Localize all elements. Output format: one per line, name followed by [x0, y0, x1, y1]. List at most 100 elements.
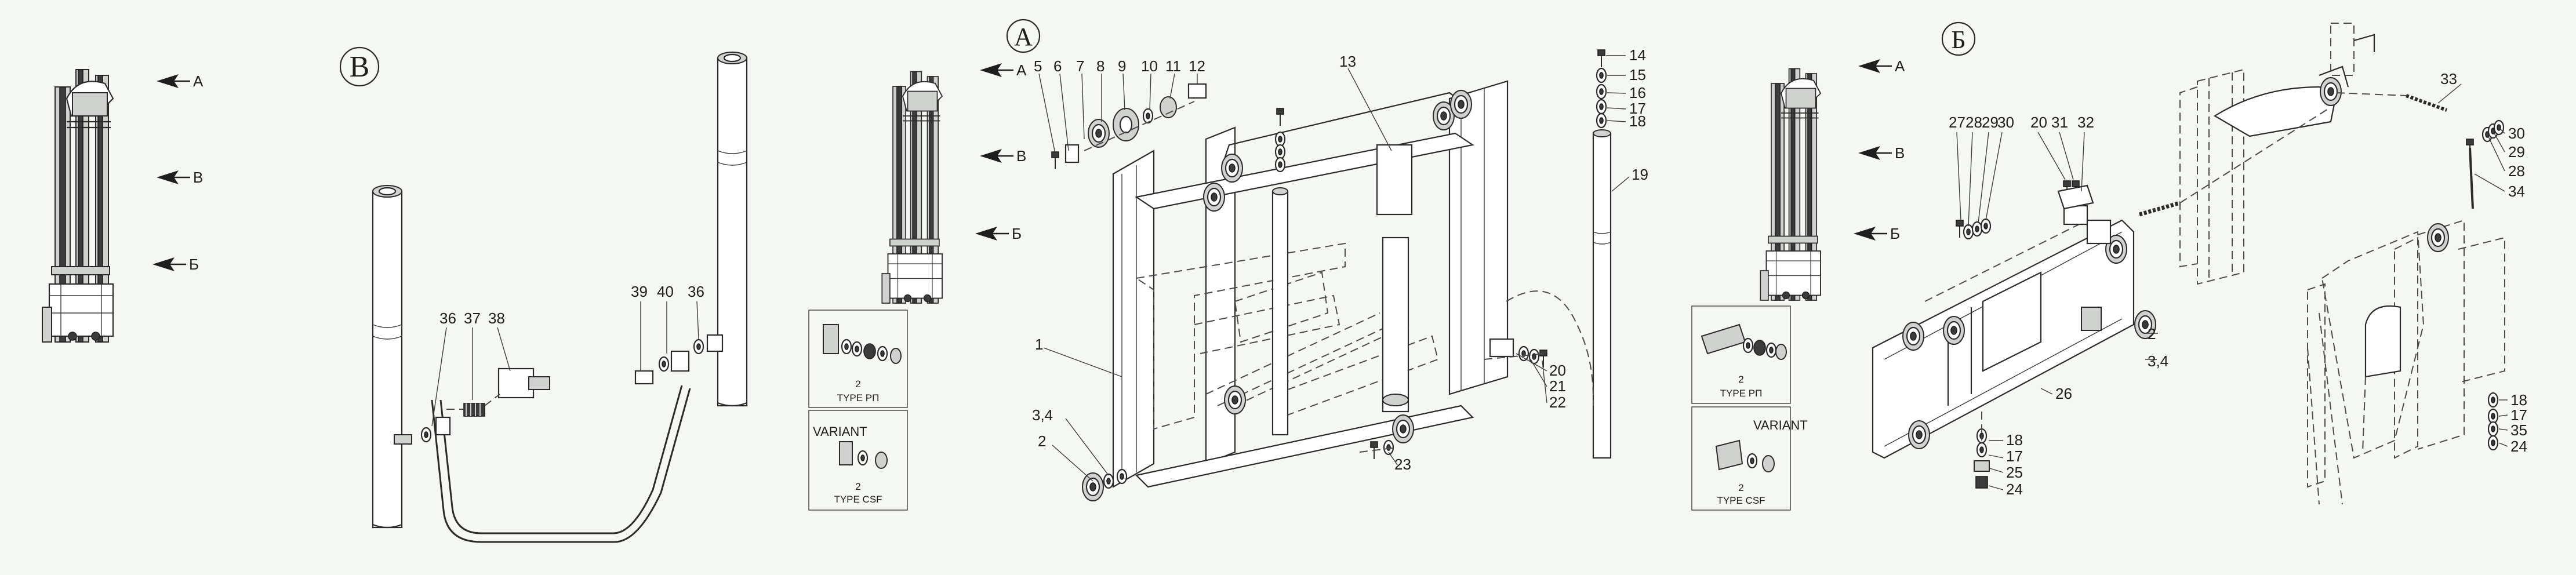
- part-7: 7: [1076, 57, 1084, 75]
- pin-5: [1051, 151, 1059, 170]
- part-8: 8: [1096, 57, 1104, 75]
- part-18: 18: [1629, 112, 1646, 130]
- inset-number: 2: [855, 379, 860, 390]
- arrow-left-icon: [155, 73, 191, 89]
- left-cylinder-tube: [372, 185, 412, 529]
- arrow-left-icon: [979, 62, 1015, 78]
- view-v-carriage-assembly: Б: [1872, 21, 2168, 498]
- part-3-4: 3,4: [1032, 406, 1053, 424]
- part-21: 21: [1549, 377, 1566, 395]
- part-23: 23: [1394, 456, 1411, 473]
- part-34: 34: [2508, 183, 2525, 200]
- part-17-arm: 17: [2510, 406, 2527, 424]
- view-b-circle: [339, 46, 380, 87]
- arrow-left-icon: [1852, 225, 1888, 242]
- part-36-left: 36: [439, 310, 456, 327]
- part-28: 28: [1965, 114, 1982, 131]
- mast-label-c: Б: [189, 256, 199, 273]
- part-38: 38: [488, 310, 505, 327]
- part-10: 10: [1141, 57, 1158, 75]
- part-33: 33: [2440, 70, 2457, 88]
- part-18-carriage: 18: [2006, 431, 2023, 449]
- part-30: 30: [1997, 114, 2014, 131]
- arrow-left-icon: [1857, 58, 1893, 74]
- part-13: 13: [1339, 53, 1356, 70]
- arrow-left-icon: [979, 148, 1015, 164]
- mast-label-c: Б: [1890, 225, 1900, 242]
- inset-type-rp-caption: TYPE РП: [837, 392, 880, 403]
- right-cylinder-tube: [717, 52, 748, 407]
- svg-text:2: 2: [1738, 482, 1743, 493]
- part-35: 35: [2510, 421, 2527, 439]
- part-31: 31: [2051, 114, 2068, 131]
- part-12: 12: [1189, 57, 1205, 75]
- part-30-arm: 30: [2508, 125, 2525, 142]
- part-27: 27: [1949, 114, 1965, 131]
- part-20-carriage: 20: [2030, 114, 2047, 131]
- part-24-carriage: 24: [2006, 481, 2023, 498]
- arrow-left-icon: [974, 225, 1010, 242]
- part-2-carriage: 2: [2148, 325, 2156, 343]
- inset-type-rp-right: 2 TYPE РП: [1691, 305, 1791, 404]
- part-24-arm: 24: [2510, 438, 2527, 455]
- inset-type-csf-left: VARIANT 2 TYPE CSF: [808, 410, 908, 511]
- mast-label-a: A: [1895, 57, 1905, 75]
- part-26: 26: [2055, 385, 2072, 402]
- fitting-39: [634, 370, 654, 385]
- mast-overview-2: A B Б: [881, 61, 1027, 304]
- svg-text:2: 2: [1738, 374, 1743, 385]
- part-9: 9: [1118, 57, 1126, 75]
- view-a-main-assembly: А: [1006, 19, 1648, 502]
- part-5: 5: [1034, 57, 1042, 75]
- fitting-37: [463, 403, 485, 417]
- mast-icon: [41, 68, 114, 343]
- inset-type-rp-left: 2 TYPE РП: [808, 310, 908, 408]
- view-a-circle: [1006, 19, 1041, 53]
- part-15: 15: [1629, 66, 1646, 83]
- rod-19: [1592, 132, 1612, 459]
- arrow-left-icon: [151, 256, 187, 272]
- part-6: 6: [1053, 57, 1062, 75]
- part-1: 1: [1035, 336, 1043, 353]
- part-37: 37: [464, 310, 481, 327]
- washer-36-left: [420, 427, 432, 443]
- arrow-left-icon: [1857, 145, 1893, 161]
- part-29: 29: [1982, 114, 1999, 131]
- part-25: 25: [2006, 464, 2023, 481]
- part-19: 19: [1632, 166, 1648, 183]
- mast-label-a: A: [1016, 61, 1027, 79]
- view-v-circle: [1941, 21, 1976, 56]
- mast-label-c: Б: [1012, 225, 1022, 242]
- part-2: 2: [1038, 432, 1046, 450]
- dashed-mast-assembly: 33 30 29 28 34 18 17 35 24: [2139, 23, 2527, 505]
- part-14: 14: [1629, 46, 1646, 64]
- part-28-arm: 28: [2508, 162, 2525, 180]
- mast-label-b: B: [1895, 144, 1905, 162]
- mast-label-a: A: [193, 72, 204, 90]
- inset-variant-label: VARIANT: [1753, 418, 1808, 432]
- arrow-left-icon: [155, 169, 191, 185]
- part-3-4-carriage: 3,4: [2148, 352, 2168, 370]
- view-b-hose-assembly: В: [339, 46, 748, 543]
- part-39: 39: [631, 283, 648, 300]
- inset-type-csf-caption: TYPE CSF: [1717, 495, 1765, 506]
- part-20: 20: [1549, 362, 1566, 379]
- part-40: 40: [657, 283, 674, 300]
- mast-label-b: B: [193, 169, 203, 186]
- part-17: 17: [1629, 100, 1646, 117]
- inset-type-csf-caption: TYPE CSF: [834, 494, 882, 505]
- inset-type-rp-caption: TYPE РП: [1720, 388, 1763, 399]
- part-29-arm: 29: [2508, 143, 2525, 161]
- part-11: 11: [1165, 57, 1181, 75]
- inset-type-csf-right: VARIANT 2 TYPE CSF: [1691, 406, 1808, 511]
- part-18-arm: 18: [2510, 391, 2527, 409]
- part-22: 22: [1549, 394, 1566, 411]
- view-b-label: В: [350, 50, 370, 83]
- mast-label-b: B: [1016, 147, 1026, 165]
- mast-overview-1: A B Б: [41, 68, 204, 343]
- fitting-38: [497, 367, 535, 399]
- view-v-label: Б: [1951, 26, 1965, 54]
- mast-overview-3: A B Б: [1760, 57, 1905, 301]
